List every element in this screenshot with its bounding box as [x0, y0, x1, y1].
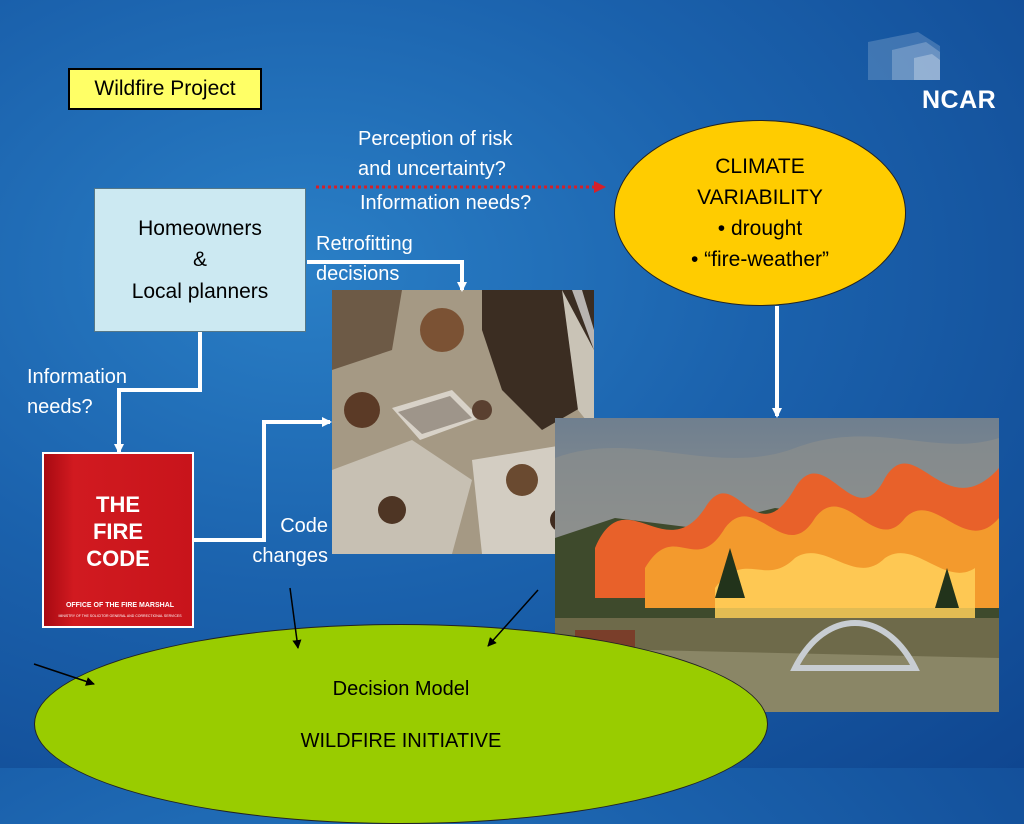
homeowners-line: Local planners	[131, 279, 269, 303]
information-needs-arrow	[114, 332, 202, 454]
ncar-logo-text: NCAR	[922, 86, 997, 114]
wildfire-photo	[555, 418, 999, 712]
perception-label-line2: and uncertainty?	[358, 158, 506, 180]
climate-line: • drought	[717, 217, 803, 240]
information-needs-left-line1: Information	[27, 366, 128, 388]
ncar-logo-icon	[868, 32, 940, 80]
decision-arrow-middle	[289, 587, 302, 649]
fire-code-book: THE FIRE CODE OFFICE OF THE FIRE MARSHAL…	[42, 452, 194, 628]
climate-line: • “fire-weather”	[690, 248, 830, 272]
project-title: Wildfire Project	[68, 68, 262, 110]
homeowners-box: Homeowners & Local planners	[94, 188, 306, 332]
code-changes-arrow	[194, 417, 332, 542]
homeowners-line: &	[192, 248, 207, 272]
homeowners-line: Homeowners	[138, 217, 262, 241]
climate-variability-ellipse: CLIMATE VARIABILITY • drought • “fire-we…	[614, 120, 906, 306]
perception-label-line1: Perception of risk	[358, 128, 513, 150]
climate-line: VARIABILITY	[697, 185, 823, 209]
decision-arrow-left	[33, 663, 95, 686]
retrofitting-label-line2: decisions	[316, 263, 400, 285]
climate-line: CLIMATE	[715, 154, 805, 178]
information-needs-left-line2: needs?	[27, 396, 93, 418]
wildfire-initiative-label: WILDFIRE INITIATIVE	[300, 730, 502, 752]
burned-neighborhood-photo	[332, 290, 594, 554]
fire-code-title: THE FIRE CODE	[86, 492, 150, 571]
connector-arrows	[33, 181, 782, 686]
code-changes-label-line1: Code	[280, 515, 328, 537]
retrofitting-label-line1: Retrofitting	[316, 233, 413, 255]
decision-model-label: Decision Model	[332, 678, 470, 700]
code-changes-label-line2: changes	[252, 545, 328, 567]
fire-code-ministry: MINISTRY OF THE SOLICITOR GENERAL AND CO…	[58, 614, 182, 618]
information-needs-top-label: Information needs?	[360, 192, 532, 214]
fire-code-office: OFFICE OF THE FIRE MARSHAL	[65, 602, 175, 609]
decision-arrow-right	[487, 589, 539, 647]
retrofitting-arrow	[307, 260, 467, 292]
